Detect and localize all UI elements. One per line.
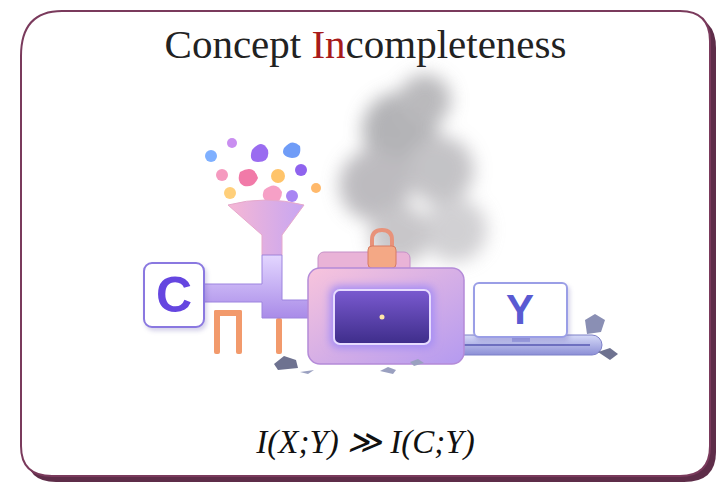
title-part: completeness bbox=[346, 21, 567, 67]
label-screen: Y bbox=[473, 282, 568, 338]
smoke-puff bbox=[406, 136, 474, 204]
confetti-blob bbox=[283, 142, 300, 158]
rock bbox=[410, 359, 424, 366]
confetti-dot bbox=[271, 169, 285, 183]
confetti-blob bbox=[239, 169, 258, 186]
formula: I(X;Y) ≫ I(C;Y) bbox=[21, 422, 710, 461]
confetti-dot bbox=[216, 169, 228, 181]
confetti bbox=[205, 138, 321, 202]
confetti-dot bbox=[311, 183, 321, 193]
rock bbox=[300, 370, 314, 374]
rock bbox=[585, 314, 605, 334]
confetti-dot bbox=[295, 164, 307, 176]
rock bbox=[598, 348, 618, 360]
screen-stand bbox=[512, 338, 530, 342]
confetti-dot bbox=[224, 187, 236, 199]
leg bbox=[236, 310, 242, 354]
title: Concept Incompleteness bbox=[21, 20, 710, 68]
machine-screen-glow bbox=[330, 286, 434, 348]
smoke bbox=[339, 74, 487, 265]
pipe bbox=[203, 255, 312, 318]
node-letter: C bbox=[156, 270, 192, 320]
node-letter: Y bbox=[506, 289, 534, 331]
leg bbox=[214, 310, 242, 316]
title-part: In bbox=[311, 21, 345, 67]
title-part: Concept bbox=[165, 21, 312, 67]
lock-body bbox=[368, 246, 396, 268]
smoke-puff bbox=[423, 198, 487, 262]
card bbox=[21, 11, 710, 476]
confetti-dot bbox=[205, 150, 217, 162]
rock bbox=[380, 367, 396, 374]
leg bbox=[214, 310, 220, 354]
confetti-blob bbox=[251, 144, 268, 162]
rock bbox=[274, 356, 298, 370]
machine-screen bbox=[334, 290, 430, 344]
screen-spark bbox=[380, 315, 385, 320]
leg bbox=[276, 318, 282, 354]
confetti-dot bbox=[286, 190, 298, 202]
confetti-dot bbox=[227, 138, 237, 148]
concept-box: C bbox=[143, 262, 205, 328]
smoke-puff bbox=[399, 74, 451, 126]
funnel bbox=[228, 200, 304, 255]
machine-body bbox=[308, 268, 464, 364]
